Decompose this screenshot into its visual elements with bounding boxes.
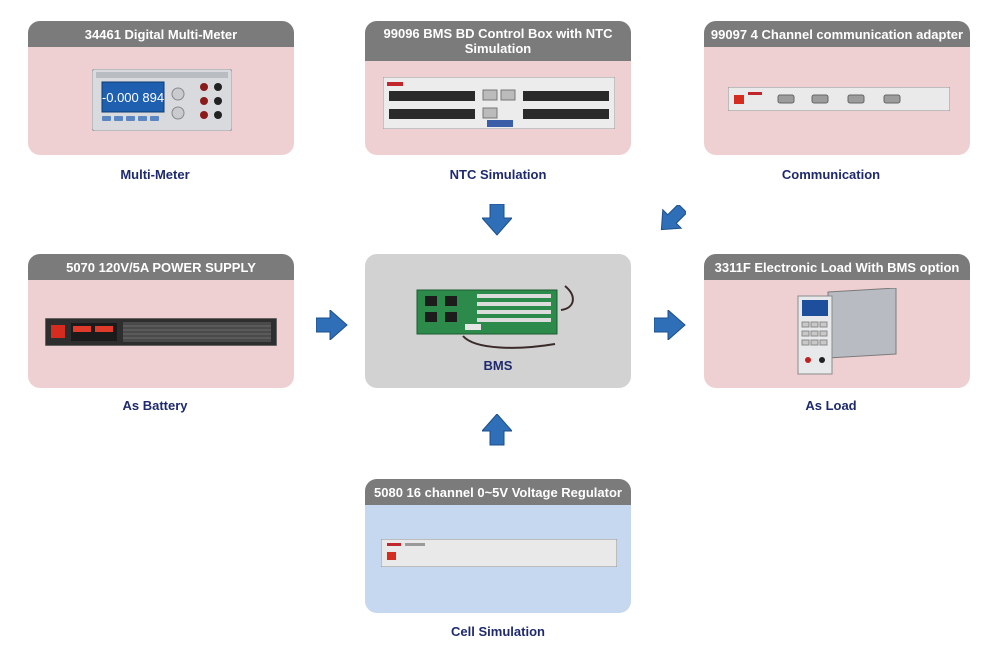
arrow-down-left-icon: [660, 205, 686, 231]
load-card: 3311F Electronic Load With BMS option: [704, 254, 970, 388]
regulator-caption: Cell Simulation: [451, 624, 545, 639]
multimeter-card: 34461 Digital Multi-Meter -0.000 894: [28, 21, 294, 155]
electronic-load-image: [797, 288, 897, 375]
load-caption: As Load: [805, 398, 857, 413]
ntc-caption: NTC Simulation: [449, 167, 547, 182]
comm-card: 99097 4 Channel communication adapter: [704, 21, 970, 155]
bms-card: BMS: [365, 254, 631, 388]
bms-label: BMS: [483, 358, 513, 373]
arrow-up-icon: [482, 414, 512, 446]
bms-board-image: [416, 285, 574, 349]
comm-title: 99097 4 Channel communication adapter: [704, 21, 970, 47]
regulator-card: 5080 16 channel 0~5V Voltage Regulator: [365, 479, 631, 613]
ntc-box-image: [383, 77, 615, 129]
ntc-card: 99096 BMS BD Control Box with NTC Simula…: [365, 21, 631, 155]
power-title: 5070 120V/5A POWER SUPPLY: [28, 254, 294, 280]
comm-caption: Communication: [781, 167, 881, 182]
multimeter-display: -0.000 894: [102, 90, 164, 105]
load-title: 3311F Electronic Load With BMS option: [704, 254, 970, 280]
arrow-right-icon: [316, 310, 348, 340]
multimeter-image: -0.000 894: [92, 69, 232, 131]
voltage-regulator-image: [381, 539, 617, 567]
comm-adapter-image: [728, 87, 950, 111]
power-card: 5070 120V/5A POWER SUPPLY: [28, 254, 294, 388]
power-supply-image: [45, 318, 277, 346]
multimeter-title: 34461 Digital Multi-Meter: [28, 21, 294, 47]
multimeter-caption: Multi-Meter: [120, 167, 190, 182]
regulator-title: 5080 16 channel 0~5V Voltage Regulator: [365, 479, 631, 505]
arrow-down-icon: [482, 204, 512, 236]
power-caption: As Battery: [122, 398, 188, 413]
ntc-title: 99096 BMS BD Control Box with NTC Simula…: [365, 21, 631, 61]
arrow-right-icon: [654, 310, 686, 340]
